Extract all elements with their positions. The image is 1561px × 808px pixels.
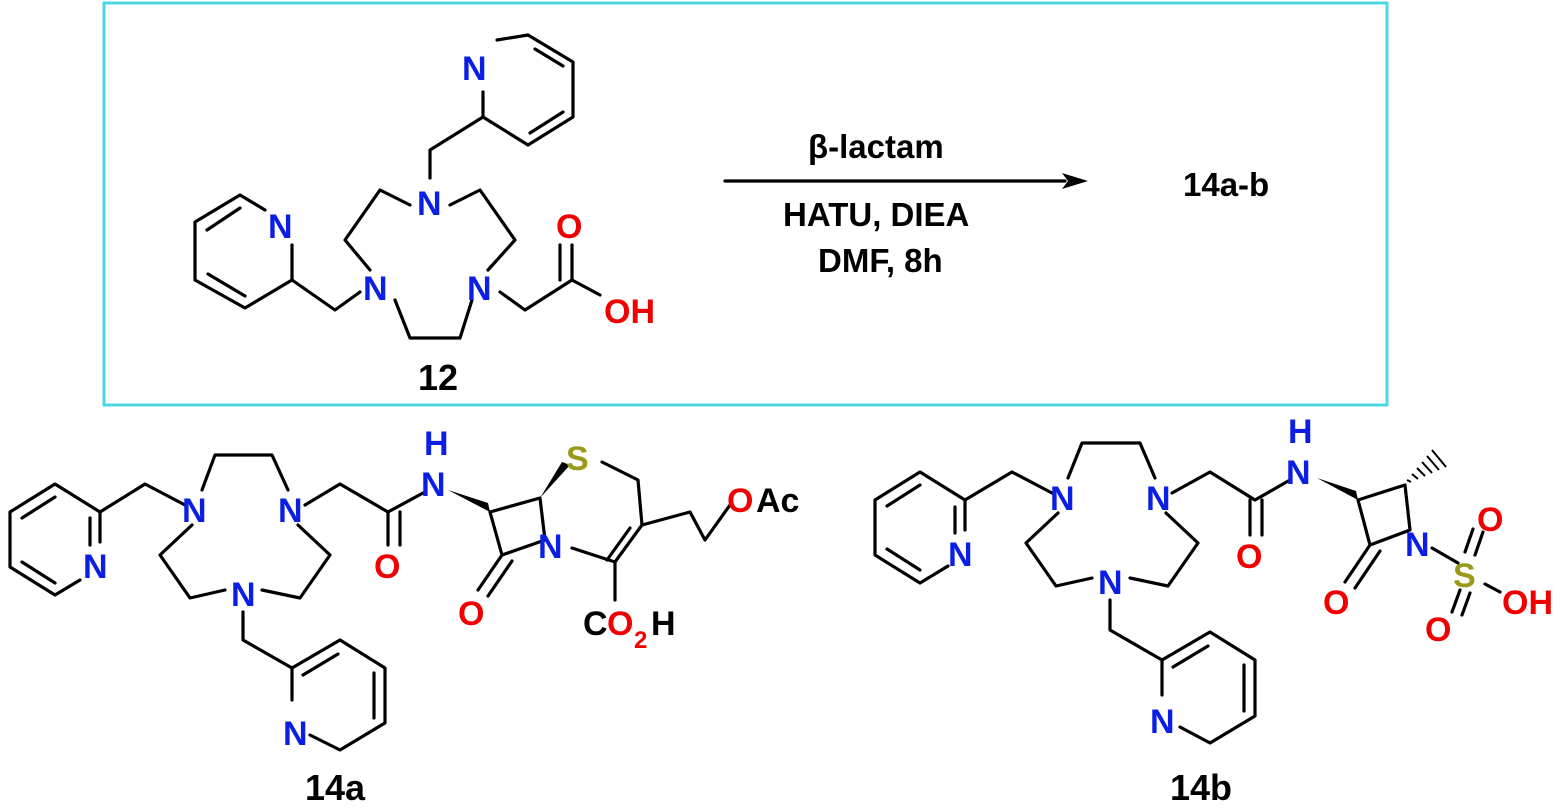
atom-n: N — [83, 548, 108, 586]
atom-h: H — [1288, 413, 1313, 451]
atom-n: N — [1146, 480, 1171, 518]
atom-h: H — [424, 425, 449, 463]
atom-n: N — [278, 492, 303, 530]
atom-h: H — [651, 605, 676, 643]
compound-label-12: 12 — [418, 357, 458, 398]
atom-n: N — [1150, 703, 1175, 741]
atom-n: N — [948, 536, 973, 574]
atom-n: N — [417, 185, 442, 223]
compound-label-14a: 14a — [305, 767, 366, 808]
atom-n: N — [538, 528, 563, 566]
highlight-box — [102, 1, 1389, 407]
atom-n: N — [363, 270, 388, 308]
atom-ac: Ac — [756, 482, 799, 520]
atom-o: O — [727, 482, 753, 520]
atom-s: S — [566, 440, 589, 478]
reagent-line2: DMF, 8h — [818, 242, 943, 279]
atom-n: N — [467, 270, 492, 308]
atom-o: O — [458, 595, 484, 633]
atom-o: O — [1425, 611, 1451, 649]
reaction-arrow — [723, 173, 1088, 189]
atom-o: O — [1477, 501, 1503, 539]
atom-n: N — [1286, 454, 1311, 492]
compound-label-14b: 14b — [1170, 767, 1232, 808]
atom-n: N — [182, 492, 207, 530]
atom-n: N — [1098, 564, 1123, 602]
atom-n: N — [421, 466, 446, 504]
atom-s: S — [1453, 557, 1476, 595]
atom-o: O — [556, 208, 582, 246]
atom-oh: OH — [604, 293, 655, 331]
atom-c: C — [583, 605, 608, 643]
atom-n: N — [462, 50, 487, 88]
hashed-wedge — [1406, 449, 1447, 483]
compound-12: N N N N N O OH 12 — [193, 33, 655, 398]
atom-o: O — [607, 605, 633, 643]
atom-o: O — [1236, 538, 1262, 576]
atom-n: N — [283, 715, 308, 753]
atom-o: O — [374, 548, 400, 586]
atom-subscript-2: 2 — [634, 627, 647, 654]
product-label: 14a-b — [1183, 166, 1269, 203]
reagent-top: β-lactam — [808, 128, 944, 165]
atom-n: N — [231, 576, 256, 614]
atom-n: N — [1050, 480, 1075, 518]
reagent-line1: HATU, DIEA — [783, 196, 969, 233]
atom-n: N — [268, 208, 293, 246]
atom-oh: OH — [1502, 584, 1553, 622]
atom-o: O — [1323, 584, 1349, 622]
compound-14b: N N N N N H N O O N O S OH O 14b — [873, 413, 1553, 808]
compound-14a: N N N N N H N O S N O O Ac C O 2 H 14a — [8, 425, 799, 808]
atom-n: N — [1405, 526, 1430, 564]
